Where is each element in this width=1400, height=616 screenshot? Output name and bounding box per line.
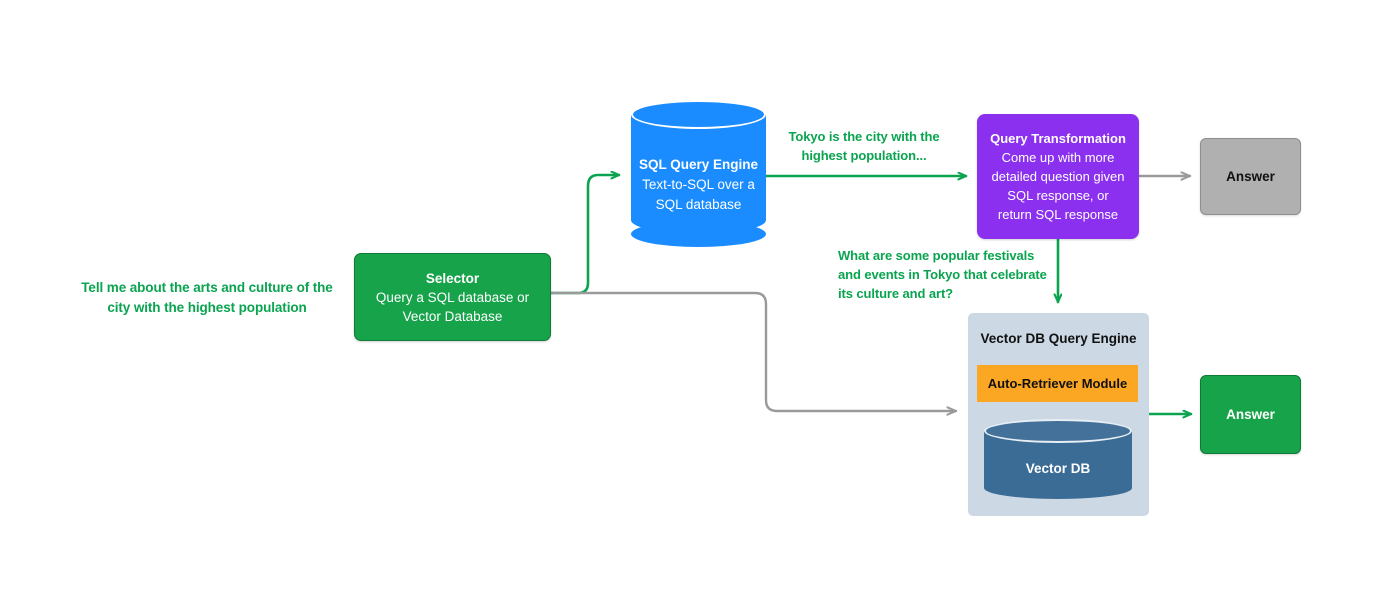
sql-query-engine-line2: SQL database — [655, 197, 742, 212]
sql-query-engine-node[interactable]: SQL Query Engine Text-to-SQL over a SQL … — [631, 100, 766, 248]
cylinder-body — [631, 114, 766, 247]
query-transformation-line1: Come up with more — [1001, 150, 1115, 165]
query-transformation-title: Query Transformation — [990, 131, 1126, 146]
query-transformation-line4: return SQL response — [997, 207, 1119, 222]
edge-selector-to-sql — [549, 175, 621, 295]
edge-label-transformed-query-line3: its culture and art? — [838, 286, 954, 301]
answer-node-top[interactable]: Answer — [1200, 138, 1301, 215]
vector-db-query-engine-title: Vector DB Query Engine — [980, 331, 1137, 346]
selector-subtitle-line1: Query a SQL database or — [375, 289, 530, 305]
edge-label-transformed-query: What are some popular festivals and even… — [838, 246, 1060, 303]
cylinder-top-ellipse — [984, 419, 1132, 443]
vector-db-node[interactable]: Vector DB — [984, 419, 1132, 500]
answer-node-bottom[interactable]: Answer — [1200, 375, 1301, 454]
edge-label-sql-response-line2: highest population... — [801, 148, 927, 163]
edge-label-sql-response: Tokyo is the city with the highest popul… — [784, 127, 944, 165]
auto-retriever-module-node[interactable]: Auto-Retriever Module — [977, 365, 1138, 402]
selector-title: Selector — [425, 270, 480, 286]
edge-label-transformed-query-line2: and events in Tokyo that celebrate — [838, 267, 1047, 282]
user-prompt-text: Tell me about the arts and culture of th… — [81, 280, 333, 315]
edge-selector-to-vector-panel — [549, 291, 958, 411]
edge-label-transformed-query-line1: What are some popular festivals — [838, 248, 1035, 263]
edge-label-sql-response-line1: Tokyo is the city with the — [788, 129, 940, 144]
sql-query-engine-title: SQL Query Engine — [638, 157, 759, 172]
query-transformation-node[interactable]: Query Transformation Come up with more d… — [977, 114, 1139, 239]
cylinder-top-ellipse — [631, 100, 766, 129]
selector-subtitle-line2: Vector Database — [402, 308, 503, 324]
selector-node[interactable]: Selector Query a SQL database or Vector … — [354, 253, 551, 341]
sql-query-engine-text: SQL Query Engine Text-to-SQL over a SQL … — [631, 155, 766, 215]
query-transformation-line2: detailed question given — [991, 169, 1125, 184]
query-transformation-line3: SQL response, or — [1007, 188, 1109, 203]
vector-db-label: Vector DB — [1025, 461, 1091, 476]
sql-query-engine-line1: Text-to-SQL over a — [642, 177, 755, 192]
